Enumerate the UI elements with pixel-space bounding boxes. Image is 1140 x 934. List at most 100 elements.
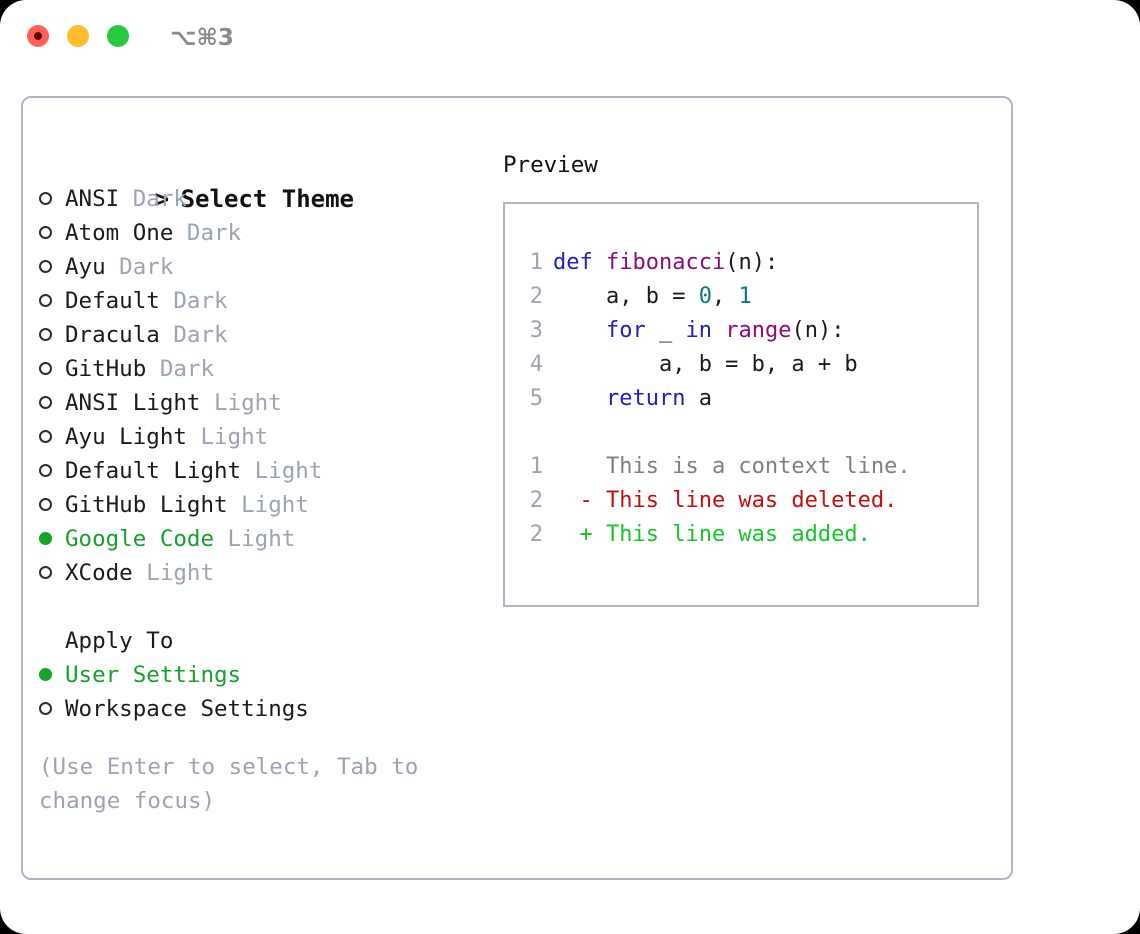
theme-name: ANSI Light: [65, 390, 201, 416]
apply-to-option[interactable]: User Settings: [39, 658, 469, 692]
theme-variant-badge: Dark: [105, 254, 174, 280]
theme-variant-badge: Dark: [119, 186, 187, 212]
theme-variant-badge: Light: [214, 526, 296, 552]
diff-text: This line was deleted.: [605, 488, 898, 513]
radio-unselected-icon: [39, 420, 65, 454]
theme-list-item[interactable]: Ayu Dark: [39, 250, 469, 284]
title-bar: ⌥⌘3: [0, 0, 1140, 78]
code-diff-spacer: [521, 416, 971, 450]
radio-ring: [39, 566, 52, 579]
theme-list-item[interactable]: Atom One Dark: [39, 216, 469, 250]
theme-list-item[interactable]: Dracula Dark: [39, 318, 469, 352]
diff-sign: +: [553, 522, 606, 547]
theme-name: Default Light: [65, 458, 242, 484]
radio-unselected-icon: [39, 386, 65, 420]
theme-variant-badge: Dark: [159, 322, 228, 348]
theme-variant-badge: Dark: [146, 356, 215, 382]
code-token: (n):: [791, 318, 845, 343]
code-token: 1: [738, 284, 752, 309]
keyboard-hint-text: (Use Enter to select, Tab to change focu…: [39, 754, 419, 814]
diff-line: 2 + This line was added.: [521, 518, 971, 552]
code-token: (n):: [725, 250, 779, 275]
theme-name: Google Code: [65, 526, 215, 552]
diff-text: This line was added.: [605, 522, 871, 547]
theme-name: Default: [65, 288, 160, 314]
diff-line-number: 2: [529, 522, 543, 547]
code-token: return: [553, 386, 699, 411]
apply-to-heading: Apply To: [65, 628, 174, 654]
theme-name: Atom One: [65, 220, 174, 246]
code-token: for: [553, 318, 659, 343]
theme-name: GitHub: [65, 356, 147, 382]
theme-list-item[interactable]: XCode Light: [39, 556, 469, 590]
theme-name: Ayu Light: [65, 424, 187, 450]
radio-ring: [39, 192, 52, 205]
spacer: [39, 590, 469, 624]
minimize-button[interactable]: [67, 25, 89, 47]
theme-variant-badge: Dark: [159, 288, 228, 314]
code-token: a, b = b, a + b: [553, 352, 858, 377]
radio-ring: [39, 498, 52, 511]
apply-to-label: Workspace Settings: [65, 696, 309, 722]
code-token: a, b =: [553, 284, 699, 309]
radio-ring: [39, 260, 52, 273]
diff-line-number: 2: [529, 488, 543, 513]
theme-list-item[interactable]: ANSI Dark: [39, 182, 469, 216]
apply-to-label: User Settings: [65, 662, 242, 688]
radio-selected-icon: [39, 522, 65, 556]
theme-list-item[interactable]: Default Light Light: [39, 454, 469, 488]
code-line: 3 for _ in range(n):: [521, 314, 971, 348]
radio-unselected-icon: [39, 284, 65, 318]
radio-ring: [39, 464, 52, 477]
code-line: 4 a, b = b, a + b: [521, 348, 971, 382]
radio-ring: [39, 362, 52, 375]
theme-list-item[interactable]: Google Code Light: [39, 522, 469, 556]
theme-name: ANSI: [65, 186, 120, 212]
close-button[interactable]: [27, 25, 49, 47]
radio-unselected-icon: [39, 182, 65, 216]
theme-list-item[interactable]: ANSI Light Light: [39, 386, 469, 420]
radio-ring: [39, 226, 52, 239]
code-token: def: [553, 250, 606, 275]
radio-unselected-icon: [39, 352, 65, 386]
code-line-number: 4: [529, 352, 543, 377]
theme-name: Ayu: [65, 254, 106, 280]
radio-ring: [39, 396, 52, 409]
theme-list-item[interactable]: Ayu Light Light: [39, 420, 469, 454]
theme-variant-badge: Light: [227, 492, 309, 518]
maximize-button[interactable]: [107, 25, 129, 47]
code-line: 5 return a: [521, 382, 971, 416]
radio-ring: [39, 430, 52, 443]
theme-list-item[interactable]: Default Dark: [39, 284, 469, 318]
apply-to-option[interactable]: Workspace Settings: [39, 692, 469, 726]
diff-sign: -: [553, 488, 606, 513]
code-token: 0: [698, 284, 712, 309]
theme-list-item[interactable]: GitHub Light Light: [39, 488, 469, 522]
radio-unselected-icon: [39, 692, 65, 726]
radio-unselected-icon: [39, 488, 65, 522]
theme-list-item[interactable]: GitHub Dark: [39, 352, 469, 386]
keyboard-shortcut-label: ⌥⌘3: [170, 25, 234, 51]
diff-sample: 1 This is a context line. 2 - This line w…: [521, 450, 971, 552]
diff-line-number: 1: [529, 454, 543, 479]
radio-unselected-icon: [39, 250, 65, 284]
theme-name: XCode: [65, 560, 133, 586]
radio-dot: [39, 532, 52, 545]
code-line-number: 5: [529, 386, 543, 411]
radio-ring: [39, 294, 52, 307]
diff-text: This is a context line.: [605, 454, 911, 479]
radio-ring: [39, 702, 52, 715]
theme-name: Dracula: [65, 322, 160, 348]
theme-variant-badge: Light: [241, 458, 323, 484]
select-theme-heading-label: Select Theme: [180, 185, 354, 213]
radio-unselected-icon: [39, 556, 65, 590]
